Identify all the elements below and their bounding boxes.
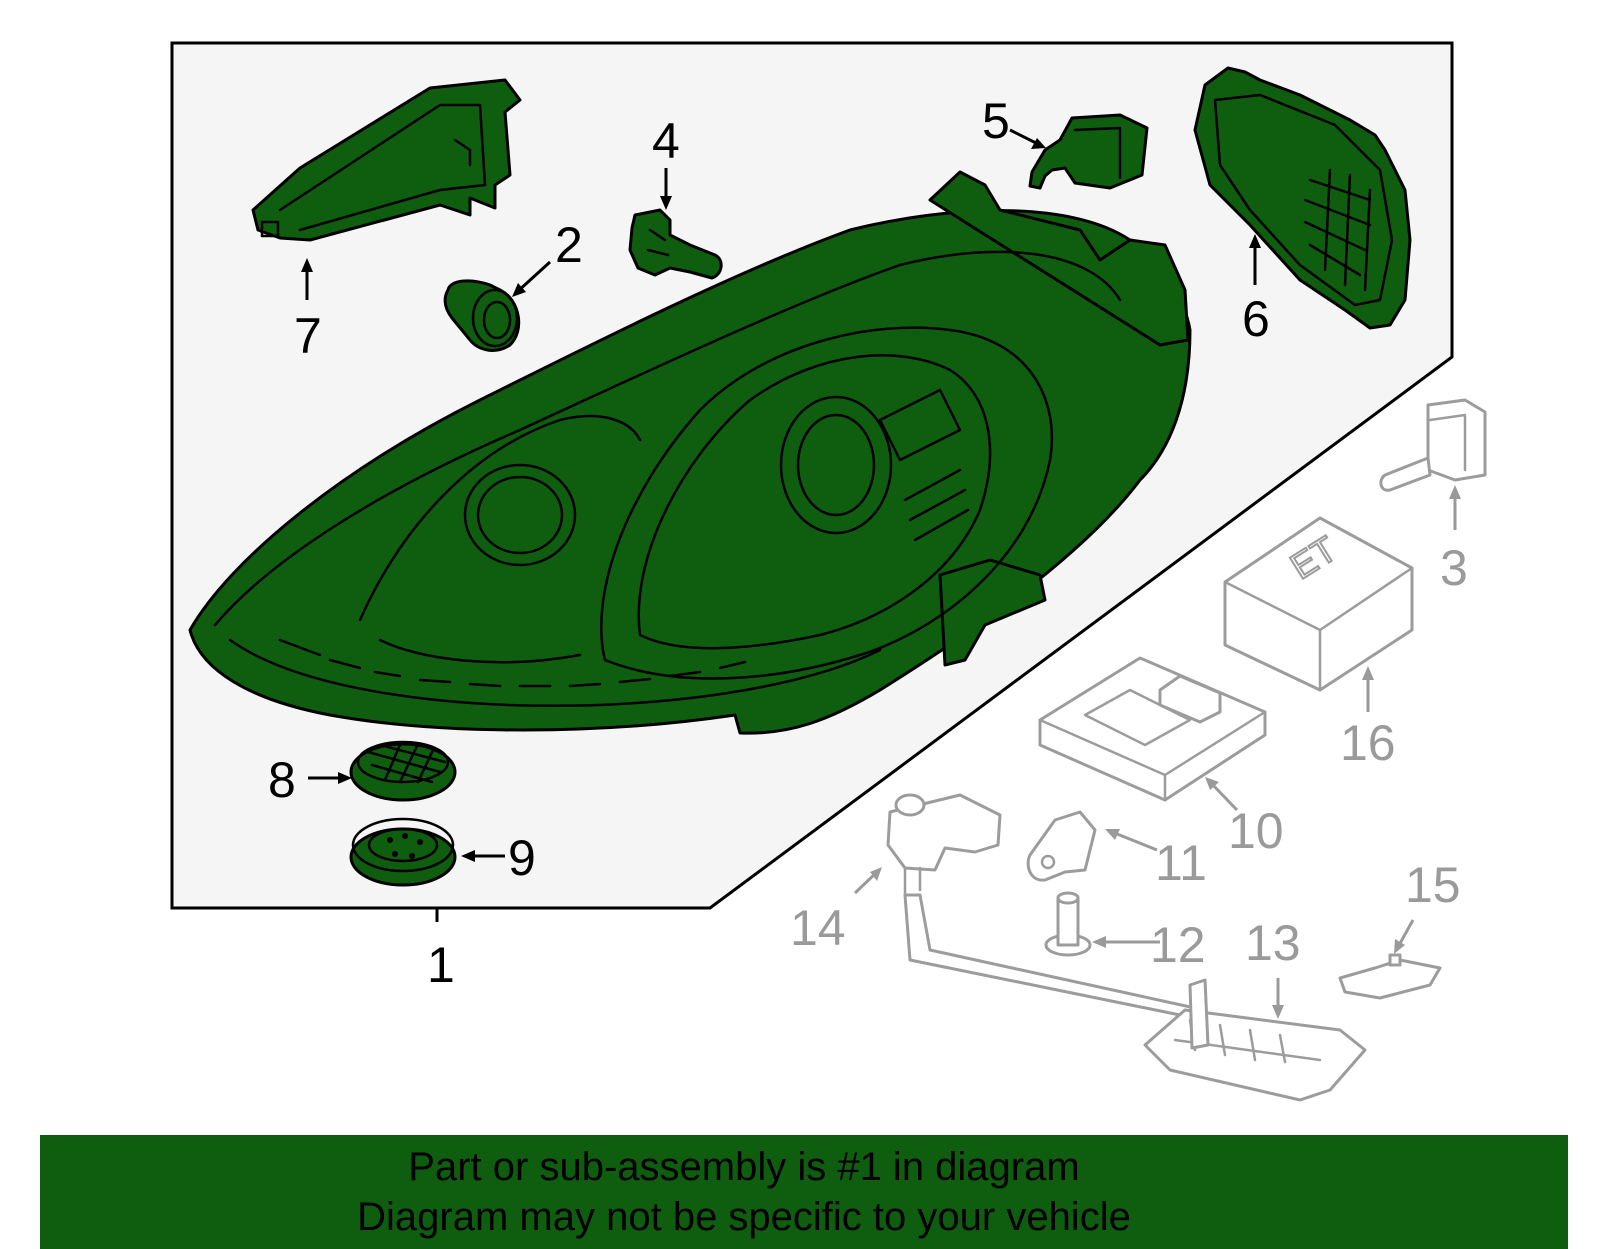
part-15-clip[interactable] — [1338, 953, 1442, 1000]
callout-9: 9 — [508, 830, 536, 886]
callout-labels: 1 2 4 5 6 7 8 9 3 16 10 11 12 13 14 15 — [268, 93, 1468, 993]
callout-8: 8 — [268, 752, 296, 808]
callout-1: 1 — [427, 937, 455, 993]
callout-16: 16 — [1340, 715, 1396, 771]
part-3-bulb[interactable] — [1379, 398, 1487, 492]
callout-4: 4 — [652, 113, 680, 169]
footer-line-2: Diagram may not be specific to your vehi… — [357, 1195, 1131, 1239]
part-4-bulb[interactable] — [628, 208, 723, 280]
callout-5: 5 — [982, 93, 1010, 149]
callout-7: 7 — [294, 308, 322, 364]
part-14-motor[interactable] — [886, 793, 1197, 1017]
part-2-grommet[interactable] — [443, 279, 521, 352]
part-16-module[interactable]: ET — [1223, 516, 1414, 692]
callout-10: 10 — [1228, 803, 1284, 859]
callout-2: 2 — [555, 217, 583, 273]
callout-13: 13 — [1245, 915, 1301, 971]
callout-11: 11 — [1155, 835, 1207, 891]
part-7-cover[interactable] — [251, 78, 522, 242]
callout-3: 3 — [1440, 540, 1468, 596]
callout-15: 15 — [1405, 857, 1461, 913]
headlamp-assembly[interactable] — [188, 170, 1192, 735]
part-12-bolt[interactable] — [1044, 891, 1092, 957]
callout-14: 14 — [790, 900, 846, 956]
callout-6: 6 — [1242, 291, 1270, 347]
footer-banner: Part or sub-assembly is #1 in diagram Di… — [40, 1135, 1568, 1249]
part-5-bulb[interactable] — [1028, 113, 1149, 190]
part-10-ballast[interactable] — [1038, 656, 1267, 802]
part-8-filter[interactable] — [349, 740, 457, 802]
part-11-clip[interactable] — [1026, 810, 1097, 882]
leader-lines — [301, 128, 1461, 1019]
footer-line-1: Part or sub-assembly is #1 in diagram — [408, 1145, 1080, 1189]
parts-diagram: ET — [170, 41, 1487, 1102]
part-9-cap[interactable] — [349, 817, 457, 887]
callout-12: 12 — [1150, 917, 1206, 973]
part-13-bracket[interactable] — [1143, 978, 1367, 1102]
part-6-cover[interactable] — [1193, 66, 1412, 330]
